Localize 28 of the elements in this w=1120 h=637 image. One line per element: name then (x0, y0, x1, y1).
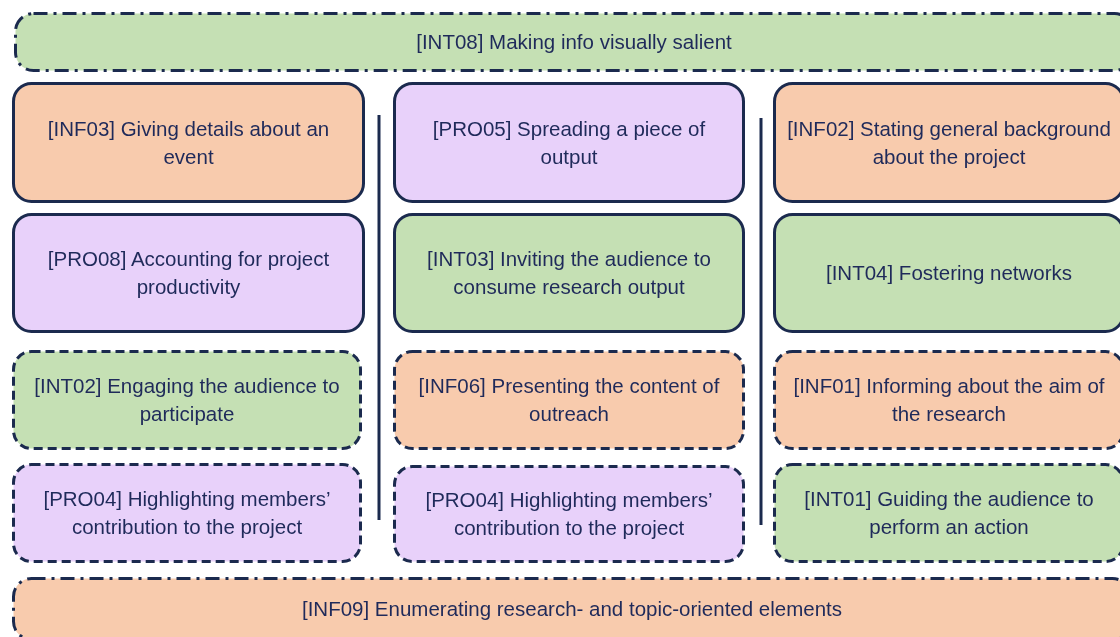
box-label: [PRO05] Spreading a piece of output (431, 115, 707, 170)
box-label: [INT02] Engaging the audience to participate (33, 373, 341, 427)
box-label: [INF09] Enumerating research- and topic-oriented elements (300, 596, 844, 622)
category-box (12, 350, 362, 450)
box-label: [PRO04] Highlighting members’ contribution to the project (42, 486, 332, 540)
category-box (12, 213, 365, 333)
category-box (773, 82, 1120, 203)
category-box (12, 82, 365, 203)
category-box (393, 82, 745, 203)
category-box (773, 350, 1120, 450)
box-label: [INT04] Fostering networks (824, 260, 1074, 286)
category-box (14, 12, 1120, 72)
box-label: [INF02] Stating general background about the project (786, 115, 1112, 170)
category-box (12, 577, 1120, 637)
box-label: [INT01] Guiding the audience to perform an action (803, 486, 1095, 540)
category-box (773, 463, 1120, 563)
category-box (773, 213, 1120, 333)
box-label: [PRO08] Accounting for project productivity (46, 246, 331, 300)
category-box (393, 213, 745, 333)
category-box (393, 350, 745, 450)
box-label: [INT08] Making info visually salient (415, 29, 733, 55)
box-label: [INT03] Inviting the audience to consume research output (426, 246, 712, 300)
box-label: [INF06] Presenting the content of outreach (417, 373, 721, 427)
category-box (12, 463, 362, 563)
box-label: [INF01] Informing about the aim of the research (792, 373, 1106, 427)
category-box (393, 465, 745, 563)
box-label: [PRO04] Highlighting members’ contribution to the project (424, 487, 714, 541)
box-label: [INF03] Giving details about an event (46, 115, 331, 170)
